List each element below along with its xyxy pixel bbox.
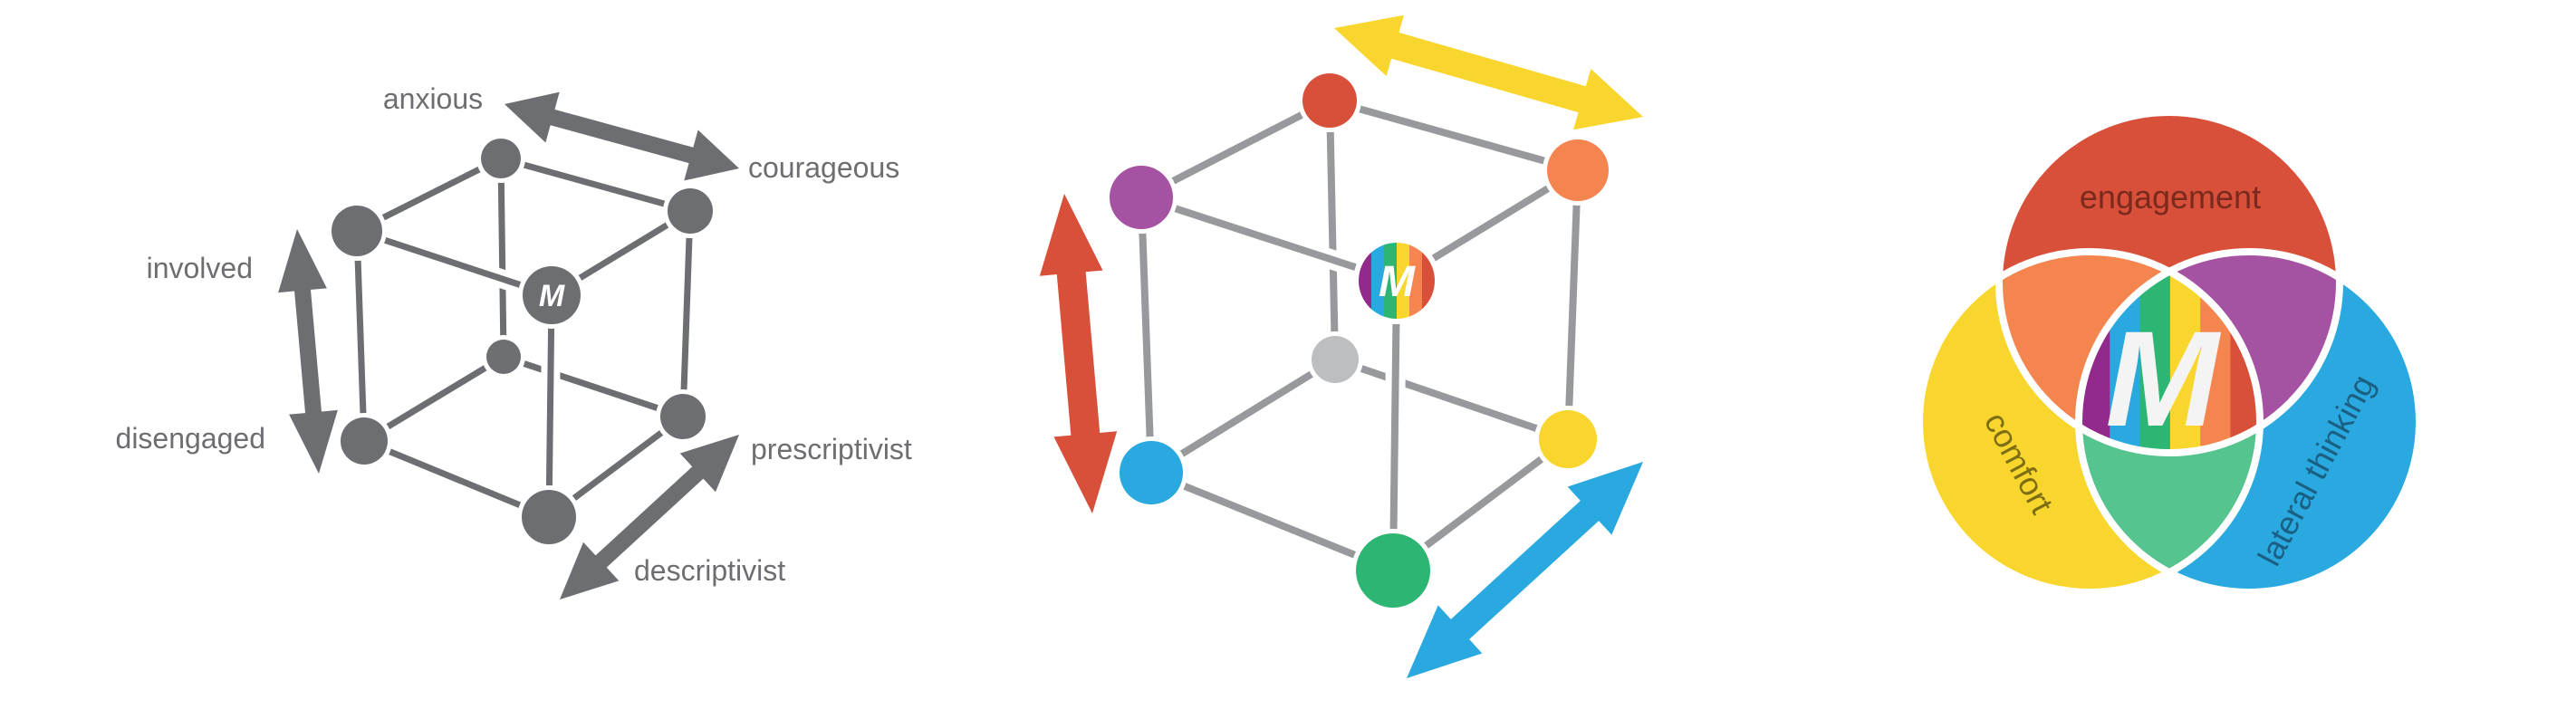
label-engagement: engagement bbox=[2080, 178, 2261, 216]
gray-cube-diagram bbox=[278, 91, 739, 599]
cube-node bbox=[481, 139, 521, 178]
cube-edge bbox=[502, 353, 685, 420]
rainbow-stripe bbox=[1397, 243, 1410, 319]
label-disengaged: disengaged bbox=[116, 422, 265, 455]
cube-node bbox=[668, 188, 713, 234]
rainbow-stripe bbox=[1409, 243, 1423, 319]
rainbow-m-logo bbox=[1359, 243, 1435, 319]
cube-edge bbox=[1326, 100, 1339, 360]
label-involved: involved bbox=[147, 252, 253, 284]
cube-node bbox=[660, 394, 706, 439]
cube-edge bbox=[679, 210, 694, 417]
label-descriptivist: descriptivist bbox=[634, 554, 785, 587]
cube-edge bbox=[1328, 97, 1580, 174]
cube-edge bbox=[497, 158, 507, 358]
cube-node bbox=[1356, 533, 1430, 608]
cube-node bbox=[522, 490, 576, 544]
cube-edge bbox=[1564, 169, 1581, 440]
cube-node bbox=[1539, 410, 1597, 468]
label-anxious: anxious bbox=[383, 82, 483, 115]
arrow-anxious-courageous bbox=[505, 91, 739, 181]
arrow-bottom-blue bbox=[1407, 462, 1643, 678]
cube-edge bbox=[545, 294, 555, 518]
gray-cube-labels: anxious courageous involved disengaged p… bbox=[116, 82, 912, 587]
arrow-vertical-red bbox=[1039, 194, 1118, 513]
venn-diagram: M engagement comfort lateral thinking bbox=[1916, 109, 2423, 596]
label-prescriptivist: prescriptivist bbox=[751, 433, 912, 465]
cube-edge bbox=[1389, 280, 1400, 571]
venn-outlines bbox=[1916, 109, 2423, 596]
cube-node bbox=[332, 206, 382, 256]
cube-edge bbox=[1138, 197, 1155, 474]
cube-node bbox=[1120, 441, 1183, 504]
arrow-prescriptivist-descriptivist bbox=[560, 435, 739, 599]
cube-edge bbox=[1149, 469, 1395, 574]
rainbow-stripe bbox=[1384, 243, 1398, 319]
venn-m-logo: M bbox=[2106, 302, 2222, 455]
cube-edge bbox=[353, 230, 368, 442]
cube-node bbox=[1547, 139, 1609, 201]
cube-node bbox=[341, 417, 388, 465]
cube-edge bbox=[1333, 356, 1570, 443]
rainbow-m-letter: M bbox=[1379, 258, 1416, 306]
gray-m-logo: M bbox=[539, 279, 565, 313]
rainbow-stripe bbox=[1371, 243, 1385, 319]
cube-node bbox=[1302, 73, 1357, 128]
cube-node bbox=[523, 266, 581, 324]
cube-edge bbox=[1139, 194, 1399, 284]
cube-node bbox=[1110, 166, 1173, 229]
cube-edge bbox=[355, 227, 553, 299]
cube-node bbox=[1312, 336, 1359, 383]
label-courageous: courageous bbox=[748, 151, 899, 184]
arrow-involved-disengaged bbox=[278, 229, 338, 474]
color-cube-diagram bbox=[1039, 14, 1643, 678]
cube-node bbox=[486, 340, 521, 374]
arrow-top-yellow bbox=[1334, 14, 1643, 130]
cube-edge bbox=[500, 155, 691, 215]
rainbow-stripe bbox=[2139, 263, 2171, 453]
cube-edge bbox=[362, 437, 551, 521]
rainbow-stripe bbox=[2169, 263, 2201, 453]
